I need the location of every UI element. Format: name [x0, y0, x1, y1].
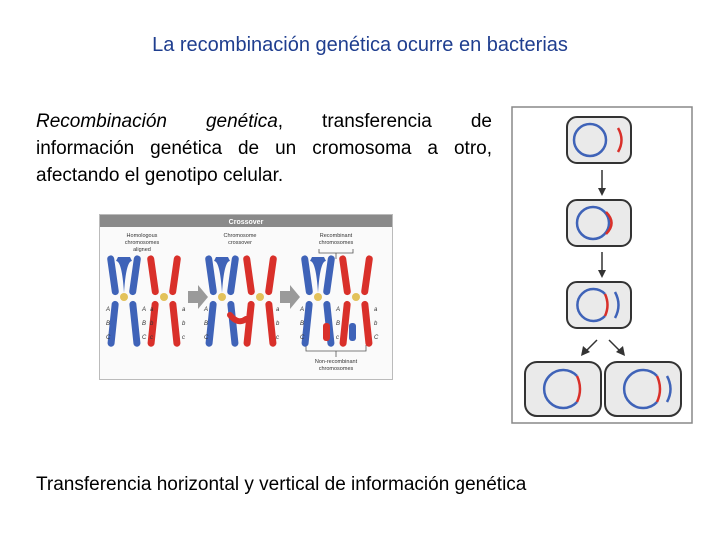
allele-label: C [374, 335, 379, 341]
arrowhead [616, 346, 625, 356]
daughter-cell [604, 361, 682, 417]
crossover-header-bar [100, 215, 392, 227]
allele-label: B [106, 321, 110, 327]
stage3-label-2: chromosomes [319, 240, 354, 246]
chromosome-circle [576, 287, 606, 323]
intro-term: Recombinación genética [36, 111, 278, 132]
dna-fragment [616, 127, 623, 153]
recombined-segment [603, 293, 609, 317]
stage2-label-2: crossover [228, 240, 252, 246]
daughter-cell [524, 361, 602, 417]
allele-label: B [336, 321, 340, 327]
recombined-segment [575, 375, 582, 403]
allele-label: A [141, 307, 146, 313]
chromosome-circle [622, 368, 658, 410]
stage2-label-1: Chromosome [223, 233, 256, 239]
recombinant-blue-segment [349, 323, 356, 341]
allele-label: C [142, 335, 147, 341]
arrowhead [581, 346, 590, 356]
chromosome-blue [106, 254, 142, 348]
stage4-label-1: Non-recombinant [315, 359, 358, 365]
recombinant-bracket [318, 249, 354, 259]
arrowhead [598, 270, 606, 278]
dna-fragment [665, 375, 672, 403]
dna-fragment [605, 211, 613, 235]
allele-label: B [300, 321, 304, 327]
allele-label: c [336, 335, 339, 341]
allele-label: C [106, 335, 111, 341]
stage4-label-2: chromosomes [319, 366, 354, 372]
allele-label: A [335, 307, 340, 313]
allele-label: C [300, 335, 305, 341]
allele-label: a [182, 307, 186, 313]
crossover-illustration: Crossover Homologous chromosomes aligned… [100, 215, 392, 372]
intro-definition: , transferencia de información genética … [36, 111, 492, 186]
nonrecombinant-bracket [305, 345, 367, 357]
crossover-segment [227, 312, 249, 325]
crossover-figure: Crossover Homologous chromosomes aligned… [99, 214, 393, 380]
crossover-header: Crossover [229, 219, 264, 226]
stage-arrow-icon [280, 285, 300, 309]
allele-label: b [276, 321, 280, 327]
allele-label: B [142, 321, 146, 327]
chromosome-red [146, 254, 182, 348]
stage1-label-3: aligned [133, 247, 151, 253]
bacterial-recombination-figure [511, 106, 693, 424]
chromosome-red [242, 254, 278, 348]
allele-label: c [150, 335, 153, 341]
allele-label: b [150, 321, 154, 327]
bacteria-diagram [511, 106, 693, 424]
stage1-label-1: Homologous [127, 233, 158, 239]
dna-fragment [613, 291, 620, 319]
allele-label: c [276, 335, 279, 341]
allele-label: B [204, 321, 208, 327]
allele-label: A [299, 307, 304, 313]
recombined-segment [655, 375, 662, 403]
recombinant-red-segment [323, 323, 330, 341]
slide-title: La recombinación genética ocurre en bact… [152, 34, 568, 56]
stage3-label-1: Recombinant [320, 233, 353, 239]
allele-label: a [150, 307, 154, 313]
allele-label: c [182, 335, 185, 341]
chromosome-blue [204, 254, 240, 348]
allele-label: a [374, 307, 378, 313]
allele-label: a [276, 307, 280, 313]
stage-arrow-icon [188, 285, 208, 309]
bottom-caption: Transferencia horizontal y vertical de i… [36, 474, 527, 495]
stage1-label-2: chromosomes [125, 240, 160, 246]
allele-label: A [105, 307, 110, 313]
arrowhead [598, 188, 606, 196]
chromosome-circle [542, 368, 578, 410]
allele-label: b [374, 321, 378, 327]
chromosome-blue [300, 254, 336, 348]
chromosome-circle [575, 205, 611, 241]
allele-label: C [204, 335, 209, 341]
intro-paragraph: Recombinación genética, transferencia de… [36, 108, 492, 189]
allele-label: A [203, 307, 208, 313]
cell [566, 116, 632, 164]
allele-label: b [182, 321, 186, 327]
chromosome-circle [572, 122, 608, 158]
